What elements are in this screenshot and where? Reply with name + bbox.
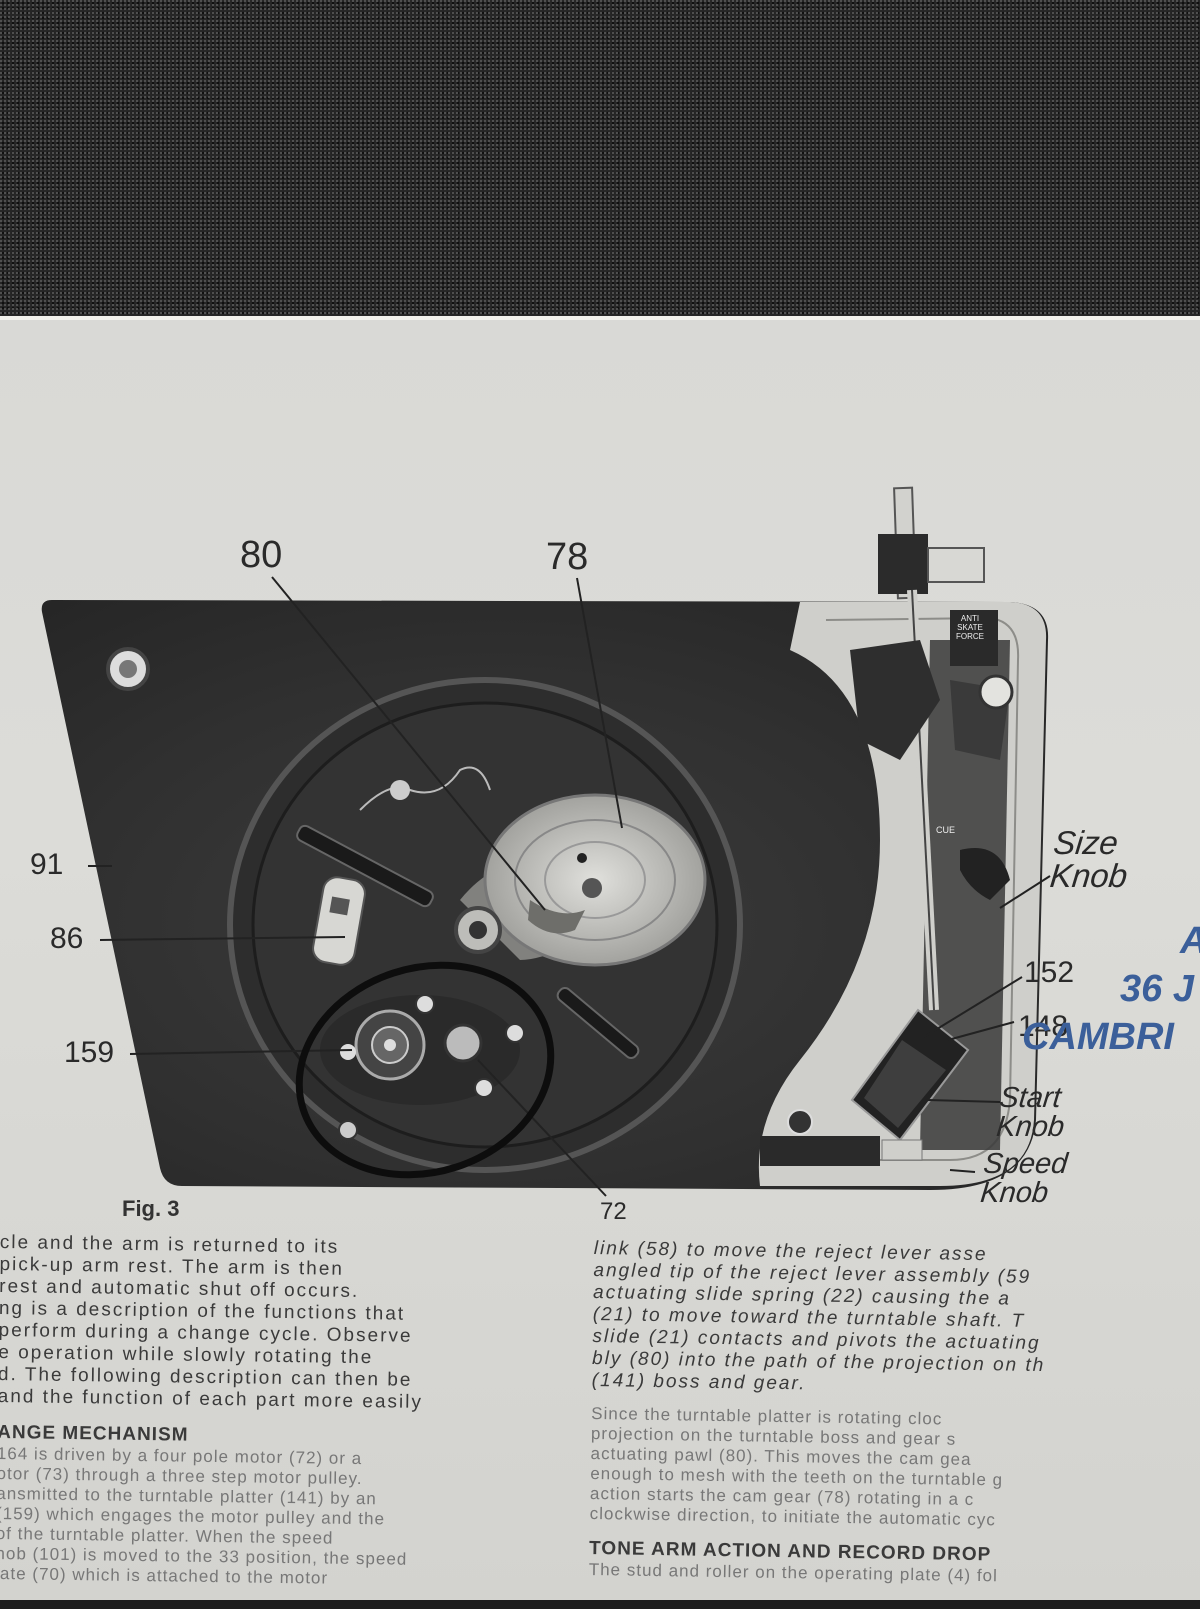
callout-72: 72: [600, 1198, 627, 1225]
speed-knob-label: Speed Knob: [978, 1148, 1070, 1209]
highlight-circle: [295, 961, 555, 1179]
stamp-line-1: A: [1180, 920, 1200, 963]
cue-label: CUE: [936, 825, 956, 835]
stamp-line-2: 36 J: [1120, 968, 1194, 1010]
callout-159: 159: [64, 1036, 115, 1069]
anti-skate-label: ANTI SKATE FORCE: [956, 614, 984, 641]
callout-78: 78: [546, 536, 589, 578]
leader-lines: [88, 576, 1051, 1197]
fabric-background: [0, 0, 1200, 320]
start-knob-label: Start Knob: [994, 1082, 1066, 1143]
callout-152: 152: [1024, 956, 1075, 989]
stamp-line-3: CAMBRI: [1022, 1016, 1174, 1058]
callout-91: 91: [30, 848, 64, 881]
callout-86: 86: [50, 922, 84, 955]
figure-caption: Fig. 3: [122, 1196, 180, 1221]
callout-148: 148: [1018, 1010, 1069, 1043]
text-column-left: cle and the arm is returned to its pick-…: [0, 1232, 522, 1607]
callout-80: 80: [240, 534, 283, 576]
page-edge: [0, 316, 1200, 320]
text-column-right: link (58) to move the reject lever asse …: [588, 1238, 1200, 1609]
size-knob-label: Size Knob: [1048, 824, 1130, 894]
